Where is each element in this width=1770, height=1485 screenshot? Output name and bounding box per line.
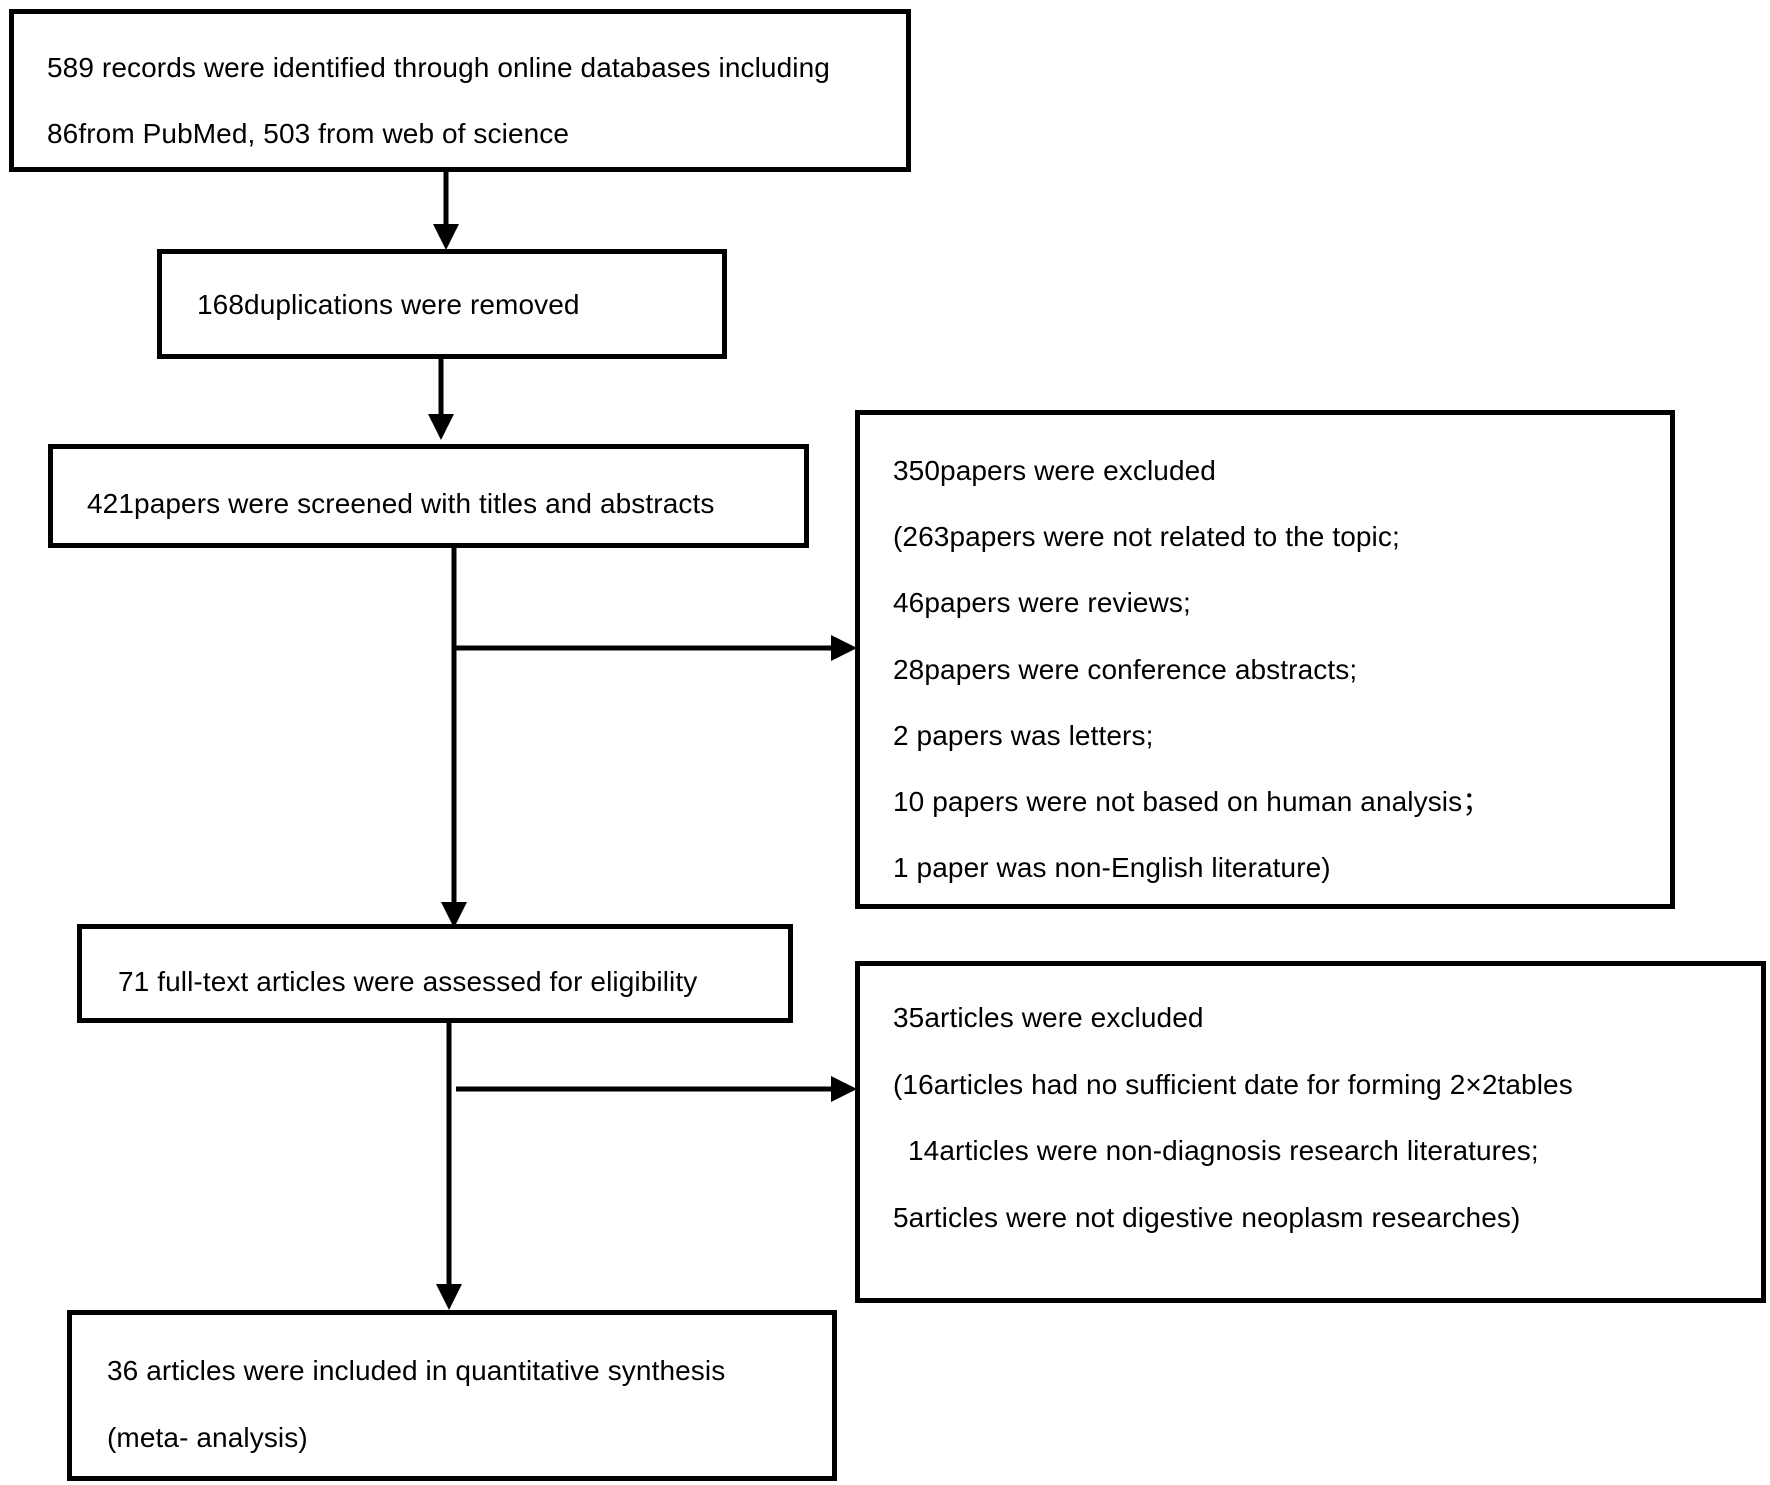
arrowhead-identified-to-duplicates	[433, 224, 459, 250]
arrowhead-screened-to-excluded	[831, 635, 857, 661]
duplicates-removed-line-1: 168duplications were removed	[197, 289, 580, 320]
included-line-2: (meta- analysis)	[107, 1422, 308, 1453]
arrowhead-full-text-to-excluded	[831, 1076, 857, 1102]
excluded-screening-line-1: 350papers were excluded	[893, 455, 1216, 486]
excluded-full-text-line-4: 5articles were not digestive neoplasm re…	[893, 1202, 1521, 1233]
records-identified-line-2: 86from PubMed, 503 from web of science	[47, 118, 570, 149]
excluded-full-text-line-2: (16articles had no sufficient date for f…	[893, 1069, 1573, 1100]
excluded-screening-line-7: 1 paper was non-English literature)	[893, 852, 1331, 883]
excluded-full-text-line-3: 14articles were non-diagnosis research l…	[908, 1135, 1539, 1166]
arrowhead-full-text-to-included	[436, 1284, 462, 1310]
included-box: 36 articles were included in quantitativ…	[67, 1310, 837, 1481]
excluded-screening-line-2: (263papers were not related to the topic…	[893, 521, 1400, 552]
excluded-full-text-box: 35articles were excluded (16articles had…	[855, 961, 1766, 1303]
records-identified-box: 589 records were identified through onli…	[9, 9, 911, 172]
full-text-box: 71 full-text articles were assessed for …	[77, 924, 793, 1023]
duplicates-removed-box: 168duplications were removed	[157, 249, 727, 359]
arrowhead-screened-to-full-text	[441, 902, 467, 928]
records-identified-line-1: 589 records were identified through onli…	[47, 52, 830, 83]
included-line-1: 36 articles were included in quantitativ…	[107, 1355, 726, 1386]
screened-line-1: 421papers were screened with titles and …	[87, 488, 715, 519]
excluded-screening-line-4: 28papers were conference abstracts;	[893, 654, 1358, 685]
arrowhead-duplicates-to-screened	[428, 414, 454, 440]
screened-box: 421papers were screened with titles and …	[48, 444, 809, 548]
excluded-screening-line-6: 10 papers were not based on human analys…	[893, 786, 1491, 817]
full-text-line-1: 71 full-text articles were assessed for …	[118, 966, 698, 997]
excluded-screening-line-5: 2 papers was letters;	[893, 720, 1154, 751]
excluded-screening-line-3: 46papers were reviews;	[893, 587, 1191, 618]
excluded-screening-box: 350papers were excluded (263papers were …	[855, 410, 1675, 909]
excluded-full-text-line-1: 35articles were excluded	[893, 1002, 1204, 1033]
